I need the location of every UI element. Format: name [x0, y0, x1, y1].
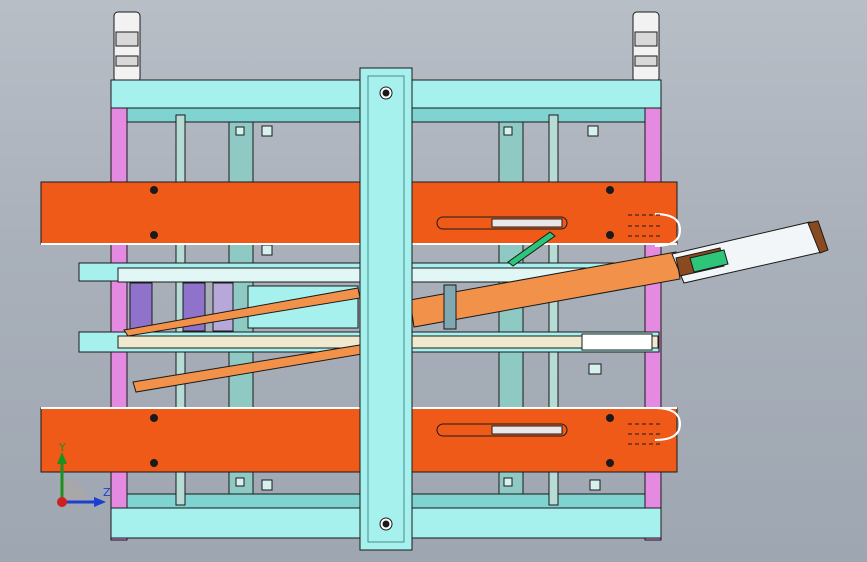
bottom-conveyor[interactable] — [40, 407, 682, 473]
green-clip — [507, 231, 556, 267]
bolt-icon — [150, 186, 158, 194]
bolt-icon — [261, 125, 273, 137]
bolt-icon — [589, 479, 601, 491]
bolt-icon — [261, 479, 273, 491]
bolt-icon — [503, 126, 513, 136]
bolt-icon — [261, 244, 273, 256]
top-left-post — [113, 11, 141, 83]
axis-z-label: Z — [103, 486, 111, 499]
slot-icon — [436, 423, 568, 437]
bolt-icon — [235, 477, 245, 487]
bolt-icon — [235, 126, 245, 136]
main-arm — [409, 251, 681, 328]
nozzle-tube[interactable] — [671, 220, 829, 284]
bolt-icon — [150, 231, 158, 239]
bolt-icon — [606, 414, 614, 422]
left-side-frame — [110, 99, 128, 541]
axis-triad-icon — [57, 452, 106, 507]
slot-icon — [436, 216, 568, 230]
bolt-icon — [150, 414, 158, 422]
axis-y-label: Y — [59, 441, 66, 454]
top-conveyor[interactable] — [40, 181, 682, 247]
top-right-post — [632, 11, 660, 83]
center-beam[interactable] — [359, 67, 413, 551]
right-side-frame — [644, 99, 662, 541]
bolt-icon — [606, 231, 614, 239]
push-arms[interactable] — [123, 231, 681, 393]
bolt-icon — [587, 125, 599, 137]
bolt-icon — [150, 459, 158, 467]
frame-bolts — [235, 125, 602, 491]
bolt-icon — [606, 459, 614, 467]
bolt-icon — [588, 363, 602, 375]
bolt-icon — [503, 477, 513, 487]
bolt-icon — [606, 186, 614, 194]
roller-icon — [129, 282, 153, 332]
